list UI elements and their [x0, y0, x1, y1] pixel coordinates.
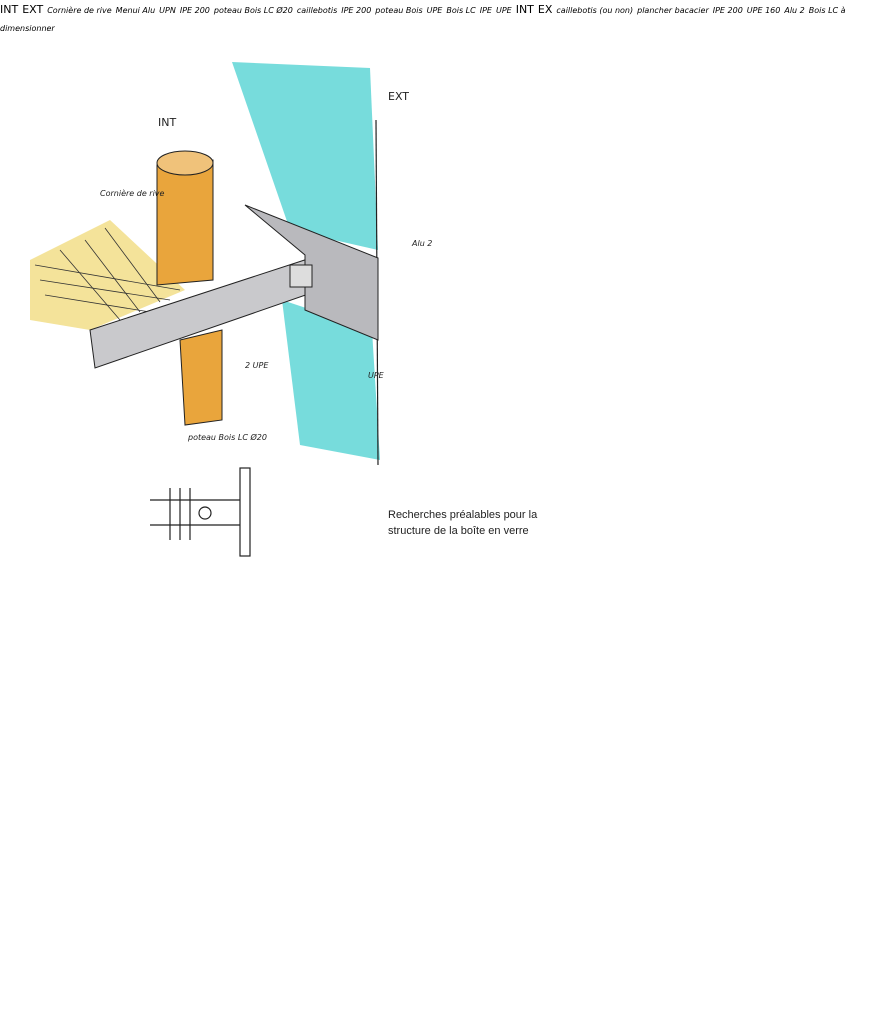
grating-label: caillebotis (ou non): [556, 6, 634, 15]
upe-label: UPE: [368, 371, 385, 380]
bois-label: Bois LC: [446, 6, 476, 15]
grating-label: caillebotis: [296, 6, 338, 15]
ipe-label: IPE 200: [341, 6, 372, 15]
post-label: poteau Bois: [375, 6, 423, 15]
glass-panel-lower: [282, 300, 380, 460]
post-label: Bois LC à dimensionner: [0, 6, 846, 33]
int-label: INT: [158, 116, 176, 129]
plan-2: Bois LC IPE UPE: [446, 0, 515, 17]
timber-plank-front: INT EX caillebotis (ou non) plancher bac…: [0, 0, 846, 35]
caption-line-2: structure de la boîte en verre: [388, 525, 529, 537]
ipe-label: IPE 200: [712, 6, 743, 15]
ext-label: EXT: [388, 90, 409, 103]
ext-label: EX: [537, 3, 553, 16]
2upe-label: 2 UPE: [245, 361, 269, 370]
menui-label: Menui Alu: [115, 6, 156, 15]
int-label: INT: [0, 3, 19, 16]
plan-1: [150, 467, 251, 557]
steel-collar: INT EXT Cornière de rive Menui Alu UPN I…: [0, 0, 297, 17]
caption: Recherches préalables pour la structure …: [388, 507, 548, 539]
upn-label: UPN: [159, 6, 176, 15]
ext-label: EXT: [22, 3, 44, 16]
sketch-3: INT EX caillebotis (ou non) plancher bac…: [0, 0, 846, 35]
post-label: poteau Bois LC Ø20: [213, 6, 293, 15]
timber-plank-back: INT EX caillebotis (ou non) plancher bac…: [0, 0, 846, 35]
post-label: poteau Bois LC Ø20: [187, 432, 267, 442]
floor-label: plancher bacacier: [637, 6, 709, 15]
cornice-label: Cornière de rive: [100, 188, 165, 198]
sketch-1: INT EXT Cornière de rive Alu 2 2 UPE UPE…: [30, 62, 432, 466]
alu-label: Alu 2: [784, 6, 805, 15]
cornice-label: Cornière de rive: [47, 6, 112, 15]
int-label: INT: [515, 3, 534, 16]
timber-post: [156, 159, 214, 286]
sketch-2: INT EXT Cornière de rive Menui Alu UPN I…: [0, 0, 297, 17]
upe-label: UPE 160: [746, 6, 781, 15]
floor-deck: [30, 220, 185, 330]
caption-line-1: Recherches préalables pour la: [388, 509, 538, 521]
steel-plate: INT EX caillebotis (ou non) plancher bac…: [0, 0, 846, 35]
glass-panel: [232, 62, 378, 250]
ipe-label: IPE: [479, 6, 492, 15]
upe-label: UPE: [426, 6, 443, 15]
plan-3: caillebotis IPE 200 poteau Bois UPE: [297, 0, 447, 17]
upe-label: UPE: [495, 6, 512, 15]
timber-post: INT EXT Cornière de rive Menui Alu UPN I…: [0, 0, 297, 17]
alu-label: Alu 2: [411, 239, 432, 248]
ipe-label: IPE 200: [179, 6, 210, 15]
